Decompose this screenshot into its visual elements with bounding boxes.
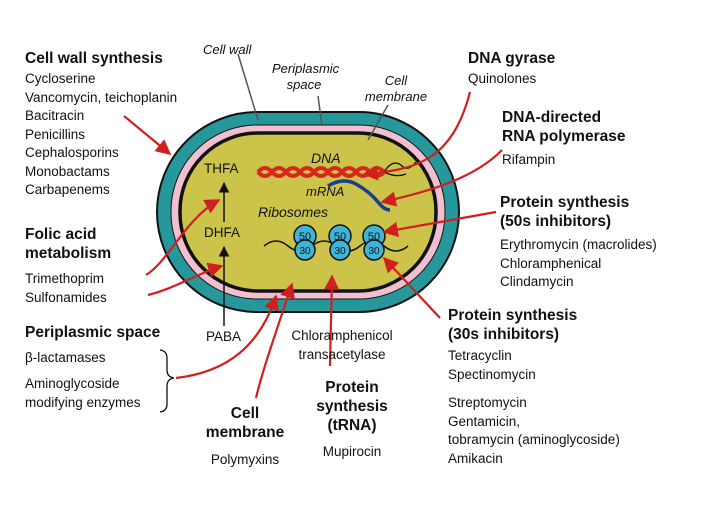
chloramphenicol-transacetylase: Chloramphenicol transacetylase bbox=[276, 327, 408, 364]
ribosome-large-label: 50 bbox=[368, 231, 380, 243]
membrane-pointer bbox=[367, 104, 389, 141]
cell-wall-synthesis-drugs: Cycloserine Vancomycin, teichoplanin Bac… bbox=[25, 70, 177, 200]
ribosome-small-label: 30 bbox=[334, 246, 346, 257]
drug-item: Gentamicin, bbox=[448, 413, 521, 429]
drug-item: Erythromycin (macrolides) bbox=[500, 237, 657, 252]
trna-arrow bbox=[323, 274, 340, 367]
drug-item: Sulfonamides bbox=[25, 289, 107, 305]
drug-item: Quinolones bbox=[468, 71, 537, 86]
ribosome-large-label: 50 bbox=[299, 231, 311, 243]
cell-wall-synthesis-heading: Cell wall synthesis bbox=[25, 50, 163, 67]
drug-item: Vancomycin, teichoplanin bbox=[25, 89, 178, 105]
protein-50s-drugs: Erythromycin (macrolides) Chloramphenica… bbox=[500, 236, 657, 292]
folic-acid-drugs: Trimethoprim Sulfonamides bbox=[25, 270, 107, 307]
drug-item: Cycloserine bbox=[25, 71, 96, 86]
protein-30s-drugs-a: Tetracyclin Spectinomycin bbox=[448, 347, 536, 384]
paba-label: PABA bbox=[206, 329, 242, 344]
ribosomes-label: Ribosomes bbox=[258, 204, 329, 220]
ribosome-2: 50 30 bbox=[328, 224, 352, 261]
dna-gyrase-heading: DNA gyrase bbox=[468, 50, 556, 67]
drug-item: Bacitracin bbox=[25, 108, 85, 123]
cell-wall-label: Cell wall bbox=[203, 42, 252, 57]
periplasmic-space-heading: Periplasmic space bbox=[25, 324, 161, 341]
drug-item: Trimethoprim bbox=[25, 271, 105, 286]
drug-item: Carbapenems bbox=[25, 182, 110, 197]
cell-wall-pointer bbox=[237, 53, 259, 121]
protein-30s-heading: Protein synthesis (30s inhibitors) bbox=[448, 307, 578, 343]
drug-item: Tetracyclin bbox=[448, 348, 512, 363]
drug-item: Polymyxins bbox=[210, 452, 280, 467]
enzyme-brace bbox=[159, 349, 175, 413]
mrna-strand bbox=[327, 179, 391, 212]
ribosome-small-label: 30 bbox=[299, 246, 311, 257]
drug-item: β-lactamases bbox=[25, 350, 106, 365]
trna-heading: Protein synthesis (tRNA) bbox=[316, 379, 388, 434]
drug-item: Chloramphenicol bbox=[291, 328, 393, 343]
ribosome-3: 50 30 bbox=[362, 224, 386, 261]
polymyxin-arrow bbox=[254, 282, 295, 399]
drug-item: Clindamycin bbox=[500, 274, 574, 289]
rna-polymerase-heading: DNA-directed RNA polymerase bbox=[502, 109, 626, 145]
rna-polymerase-arrow bbox=[380, 149, 503, 207]
drug-item: Chloramphenical bbox=[500, 255, 602, 271]
ribosome-1: 50 30 bbox=[293, 224, 317, 261]
dna-gyrase-arrow bbox=[362, 91, 472, 181]
mrna-label: mRNA bbox=[306, 184, 345, 199]
protein-50s-heading: Protein synthesis (50s inhibitors) bbox=[500, 194, 630, 230]
drug-item: Streptomycin bbox=[448, 395, 527, 410]
drug-item: Monobactams bbox=[25, 163, 110, 179]
periplasmic-enzymes: Aminoglycoside modifying enzymes bbox=[25, 375, 141, 412]
ribosome-small-label: 30 bbox=[368, 246, 380, 257]
drug-item: Amikacin bbox=[448, 450, 503, 466]
dna-label: DNA bbox=[311, 150, 341, 166]
drug-item: Aminoglycoside bbox=[25, 376, 120, 391]
drug-item: tobramycin (aminoglycoside) bbox=[448, 432, 620, 447]
periplasm-pointer bbox=[317, 95, 323, 127]
folic-acid-heading: Folic acid metabolism bbox=[25, 226, 112, 262]
thfa-label: THFA bbox=[204, 161, 239, 176]
drug-item: Rifampin bbox=[502, 152, 556, 167]
drug-item: Mupirocin bbox=[322, 444, 382, 459]
cell-membrane-heading: Cell membrane bbox=[205, 405, 285, 441]
periplasmic-space-label: Periplasmic space bbox=[272, 61, 340, 92]
drug-item: transacetylase bbox=[298, 346, 386, 362]
trimethoprim-arrow bbox=[145, 199, 221, 276]
ribosome-large-label: 50 bbox=[334, 231, 346, 243]
periplasm-enzyme-arrow bbox=[175, 294, 280, 380]
cell-wall-arrow bbox=[123, 115, 172, 155]
protein-30s-drugs-b: Streptomycin Gentamicin, tobramycin (ami… bbox=[448, 394, 620, 468]
drug-item: Penicillins bbox=[25, 126, 86, 142]
drug-item: Cephalosporins bbox=[25, 145, 119, 160]
protein-30s-arrow bbox=[382, 256, 441, 319]
sulfonamide-arrow bbox=[147, 262, 224, 297]
drug-item: modifying enzymes bbox=[25, 394, 141, 410]
drug-item: Spectinomycin bbox=[448, 366, 536, 382]
cell-membrane-pointer-label: Cell membrane bbox=[364, 73, 428, 104]
target-arrows bbox=[123, 91, 503, 399]
dhfa-label: DHFA bbox=[204, 225, 241, 240]
protein-50s-arrow bbox=[382, 210, 497, 238]
